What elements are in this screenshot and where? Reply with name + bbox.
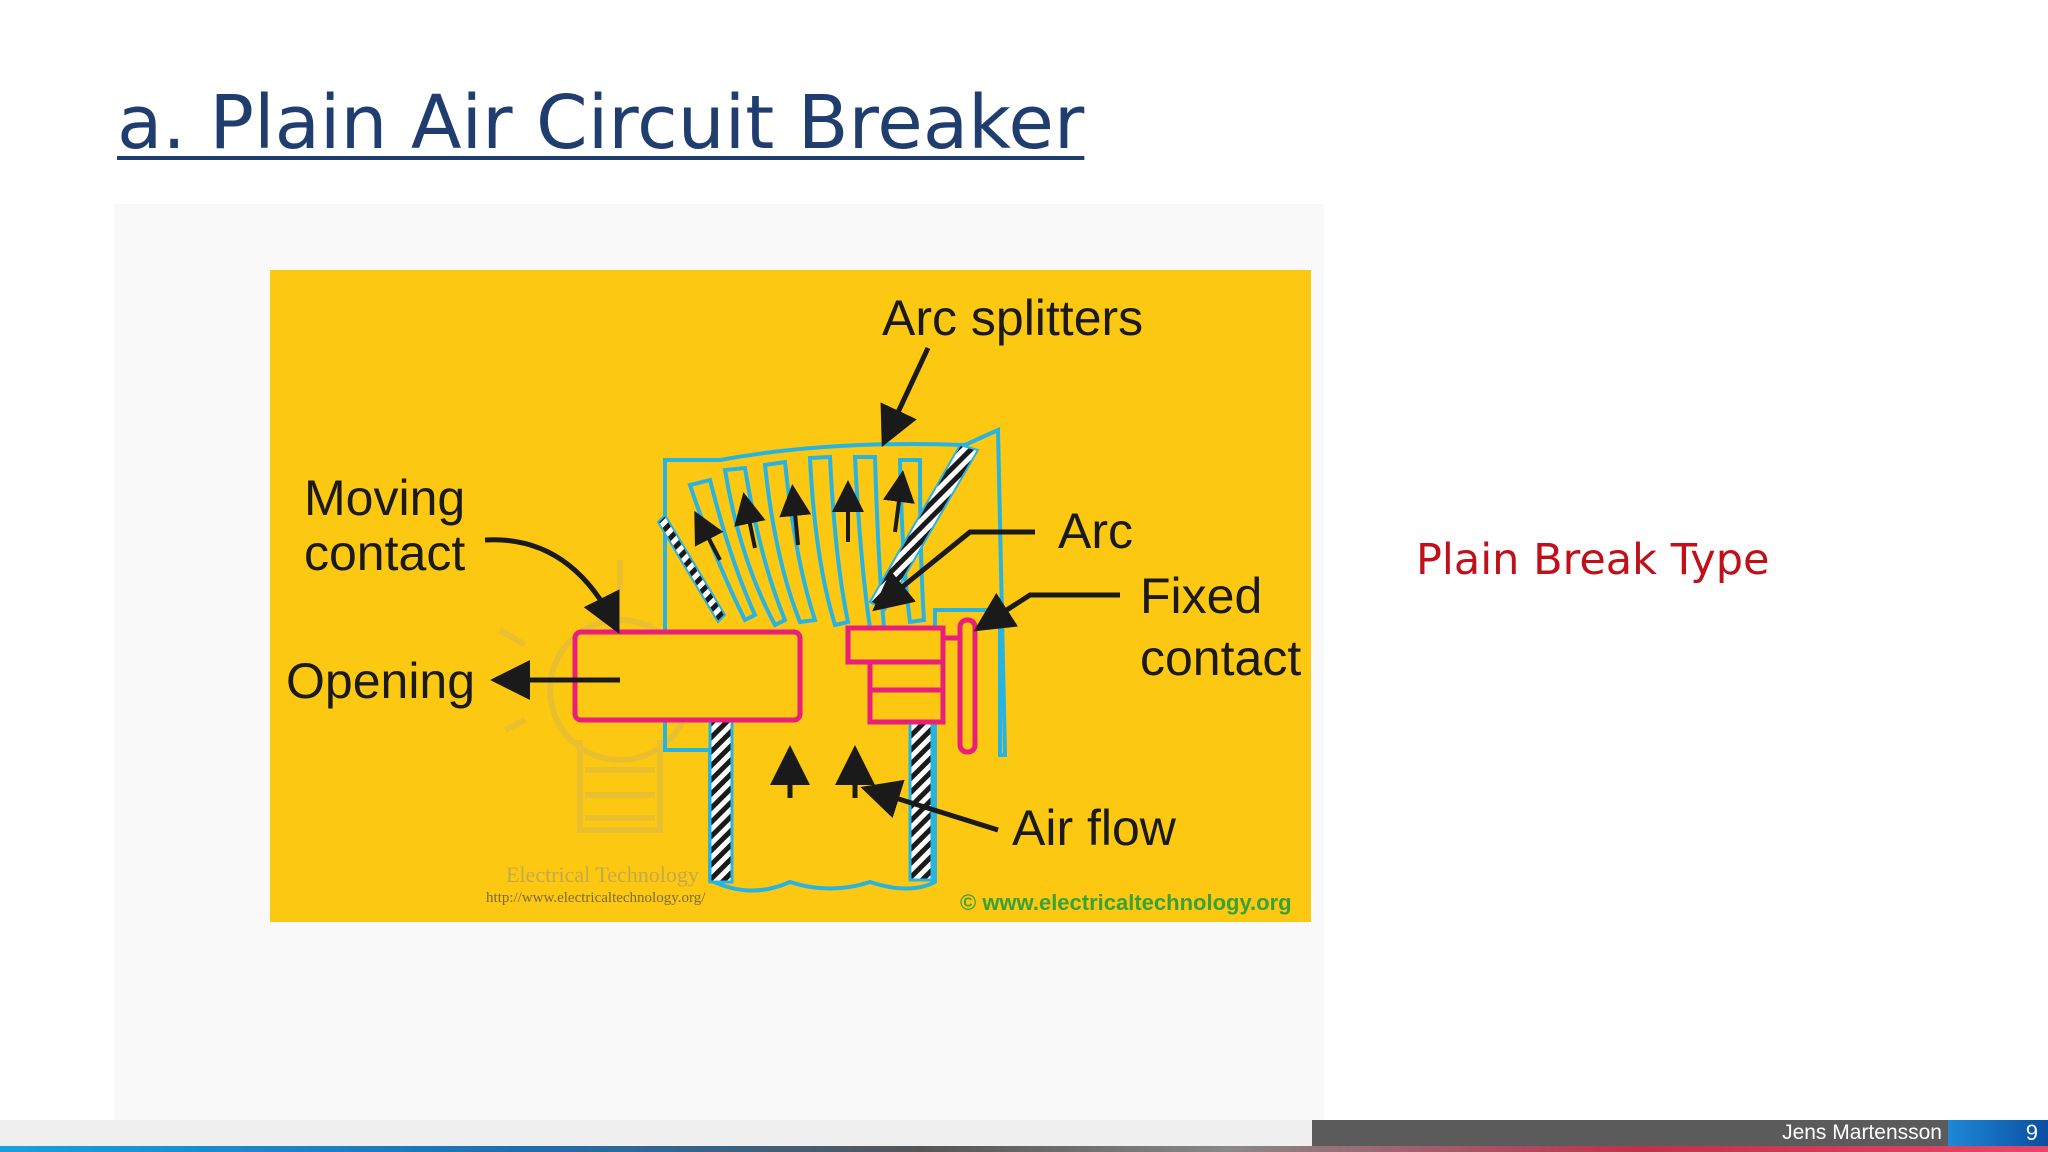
label-air-flow: Air flow <box>1012 800 1177 856</box>
label-fixed-contact-line2: contact <box>1140 630 1301 686</box>
air-circuit-breaker-diagram: Arc splitters Moving contact Opening Arc… <box>270 270 1311 922</box>
label-moving-contact-line2: contact <box>304 525 465 581</box>
fixed-contact <box>845 617 978 755</box>
side-label-plain-break-type: Plain Break Type <box>1416 535 1770 585</box>
footer-author: Jens Martensson <box>1782 1121 1942 1144</box>
hatched-splitter-left <box>656 513 727 624</box>
leader-arrows <box>484 346 1120 833</box>
arc-splitter-arrows <box>694 470 915 561</box>
watermark-text: Electrical Technology <box>506 862 699 887</box>
watermark-url: http://www.electricaltechnology.org/ <box>486 890 706 906</box>
moving-contact-support <box>708 718 734 884</box>
label-arc-splitters: Arc splitters <box>882 290 1143 346</box>
footer-page-box <box>1948 1120 2048 1146</box>
label-opening: Opening <box>286 653 475 709</box>
footer-author-bar <box>1312 1120 1948 1146</box>
page-number: 9 <box>2025 1120 2038 1145</box>
page-title: a. Plain Air Circuit Breaker <box>117 80 1085 166</box>
moving-contact-rod <box>572 629 803 723</box>
fixed-contact-support <box>908 698 934 882</box>
label-fixed-contact-line1: Fixed <box>1140 568 1262 624</box>
label-arc: Arc <box>1058 503 1133 559</box>
label-moving-contact-line1: Moving <box>304 470 465 526</box>
copyright-text: © www.electricaltechnology.org <box>960 890 1292 915</box>
air-flow-arrows <box>770 745 875 798</box>
footer-light-band <box>0 1120 1312 1146</box>
footer-gradient-strip <box>0 1146 2048 1152</box>
